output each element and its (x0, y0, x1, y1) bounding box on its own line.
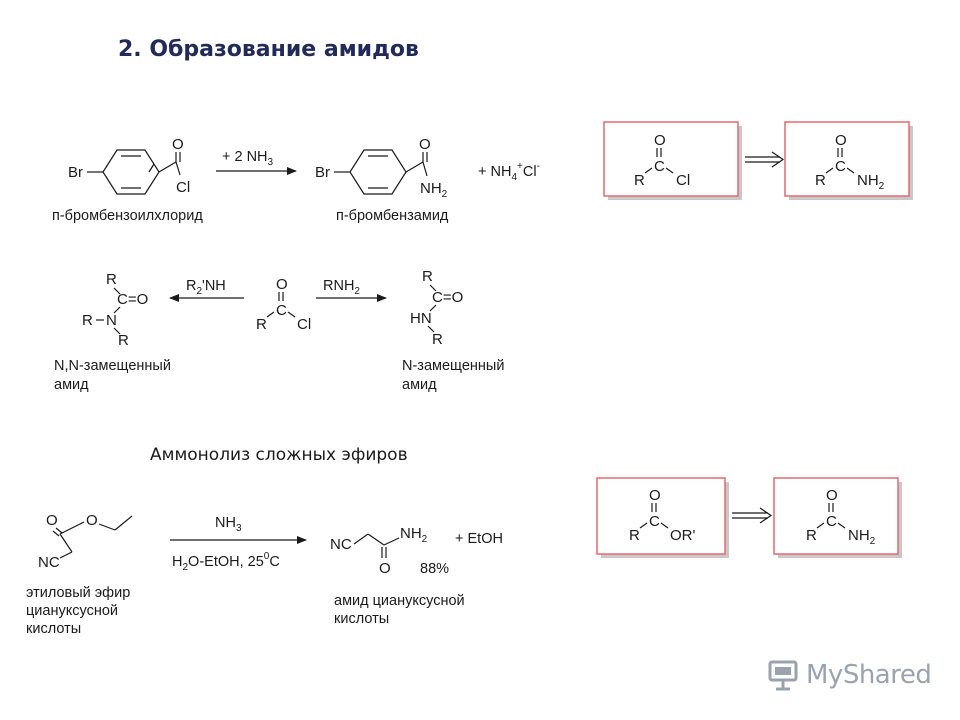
r-group: R (256, 316, 267, 333)
o-atom: O (826, 487, 838, 504)
reactant-label: п-бромбензоилхлорид (52, 208, 203, 224)
r-group: R (422, 268, 433, 285)
c-atom: C (654, 158, 665, 175)
cl-atom: Cl (176, 179, 190, 196)
double-arrow-icon (745, 151, 785, 168)
reaction-yield: 88% (420, 561, 449, 577)
reaction-conditions: H2O-EtOH, 250C (172, 551, 280, 573)
acyl-chloride-structure: O C R Cl (256, 276, 311, 333)
br-atom: Br (68, 164, 83, 181)
ester-label-line3: кислоты (26, 621, 81, 637)
watermark-text: MyShared (806, 660, 932, 690)
alkoxy-group: OR' (670, 527, 696, 544)
carbonyl-group: C=O (432, 289, 463, 306)
amide-label-line1: амид циануксусной (334, 593, 465, 609)
o-atom: O (172, 136, 184, 153)
r-group: R (82, 312, 93, 329)
c-atom: C (826, 513, 837, 530)
br-atom: Br (315, 164, 330, 181)
r-group: R (118, 332, 129, 349)
r-group: R (815, 172, 826, 189)
o-atom: O (835, 132, 847, 149)
nn-substituted-amide-structure: R C=O R N R (82, 271, 148, 349)
ester-label-line1: этиловый эфир (26, 585, 130, 601)
c-atom: C (835, 158, 846, 175)
c-atom: C (276, 302, 287, 319)
product-label: п-бромбензамид (336, 208, 449, 224)
reagent-ammonia: NH3 (215, 515, 242, 534)
carbonyl-group: C=O (117, 291, 148, 308)
reaction-ester-ammonolysis: O O NC этиловый эфир циануксусной кислот… (26, 512, 503, 637)
byproduct-ethanol: + EtOH (455, 531, 503, 547)
reaction-acyl-chloride-ammonia: Br O Cl п-бромбензоилхлорид + 2 NH3 Br (52, 136, 540, 224)
hn-group: HN (410, 310, 432, 327)
ester-label-line2: циануксусной (26, 603, 118, 619)
nh2-group: NH2 (848, 527, 876, 547)
cyanoacetamide-structure: NC NH2 O (330, 525, 428, 577)
nn-amide-label-line1: N,N-замещенный (54, 358, 171, 374)
section-subtitle: Аммонолиз сложных эфиров (150, 445, 408, 465)
reagent-primary-amine: RNH2 (323, 278, 360, 297)
reaction-substituted-amides: R C=O R N R N,N-замещенный амид R2'NH O … (54, 268, 504, 393)
n-amide-label-line2: амид (402, 377, 437, 393)
amide-box: O C R NH2 (784, 121, 913, 200)
reagent-ammonia: + 2 NH3 (222, 149, 274, 168)
nh2-group: NH2 (857, 172, 885, 192)
r-group: R (806, 527, 817, 544)
nn-amide-label-line2: амид (54, 377, 89, 393)
nitrile-group: NC (38, 554, 60, 571)
o-atom: O (86, 512, 98, 529)
nh2-group: NH2 (420, 180, 448, 200)
r-group: R (634, 172, 645, 189)
o-atom: O (276, 276, 288, 293)
acyl-chloride-box: O C R Cl (603, 121, 742, 200)
o-atom: O (419, 136, 431, 153)
r-group: R (106, 271, 117, 288)
o-atom: O (379, 560, 391, 577)
n-amide-label-line1: N-замещенный (402, 358, 504, 374)
amide-box: O C R NH2 (773, 477, 902, 558)
nh2-group: NH2 (400, 525, 428, 545)
slide-title: 2. Образование амидов (118, 37, 419, 62)
o-atom: O (46, 512, 58, 529)
o-atom: O (649, 487, 661, 504)
p-bromobenzamide-structure: Br O NH2 (315, 136, 448, 200)
cl-atom: Cl (676, 172, 690, 189)
c-atom: C (649, 513, 660, 530)
nitrile-group: NC (330, 536, 352, 553)
p-bromobenzoyl-chloride-structure: Br O Cl (68, 136, 190, 196)
double-arrow-icon (732, 507, 773, 524)
n-atom: N (106, 312, 117, 329)
watermark-logo: MyShared (766, 658, 936, 694)
o-atom: O (654, 132, 666, 149)
byproduct-ammonium-chloride: + NH4+Cl- (478, 161, 540, 183)
r-group: R (629, 527, 640, 544)
presentation-screen-icon (768, 660, 798, 691)
ethyl-cyanoacetate-structure: O O NC (38, 512, 133, 571)
cl-atom: Cl (297, 316, 311, 333)
amide-label-line2: кислоты (334, 611, 389, 627)
r-group: R (432, 331, 443, 348)
ester-box: O C R OR' (596, 477, 729, 558)
n-substituted-amide-structure: R C=O HN R (410, 268, 463, 348)
reagent-secondary-amine: R2'NH (186, 278, 226, 297)
